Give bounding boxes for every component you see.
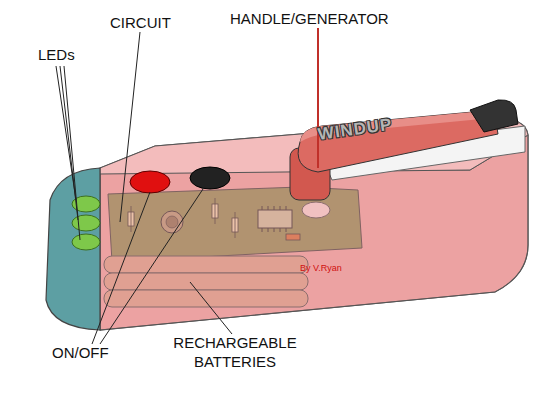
leader-line — [120, 32, 140, 222]
lens-cap — [46, 168, 100, 330]
part-name: HANDLE/GENERATOR — [230, 10, 389, 29]
switch-button — [130, 171, 170, 193]
leader-line — [317, 28, 319, 168]
leader-line — [56, 66, 80, 240]
part-name: CIRCUIT — [110, 14, 171, 33]
leader-line — [190, 282, 232, 334]
leader-line — [92, 186, 205, 344]
led — [72, 215, 100, 231]
part-name: LEDs — [38, 46, 75, 65]
led — [72, 234, 100, 250]
switch-button — [190, 167, 230, 189]
part-name: ON/OFF — [52, 344, 109, 363]
handle-arm — [298, 110, 498, 172]
handle-knob — [470, 100, 518, 132]
part-name: RECHARGEABLE BATTERIES — [160, 334, 310, 372]
watermark: By V.Ryan — [300, 263, 342, 274]
